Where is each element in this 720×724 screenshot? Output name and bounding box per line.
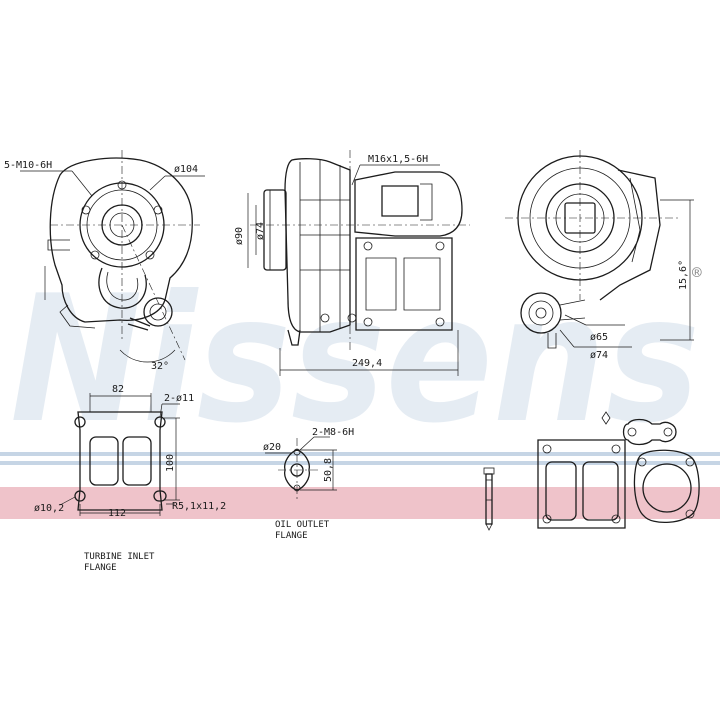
exhaust-gasket: [633, 449, 700, 523]
watermark-stripe-2: [0, 461, 720, 465]
rear-dia74-label: ø74: [590, 350, 608, 361]
turbine-caption-line1: TURBINE INLET: [84, 552, 155, 562]
oil-caption-line2: FLANGE: [275, 531, 308, 541]
front-thread-label: 5-M10-6H: [4, 160, 52, 171]
turbine-inlet-flange: 82 2-ø11 100 ø10,2 112 R5,1x11,2 TURBINE…: [34, 384, 226, 573]
turbine-hole-dia-label: ø10,2: [34, 503, 64, 514]
turbine-slot-label: R5,1x11,2: [172, 501, 226, 512]
oil-dia-label: ø20: [263, 442, 281, 453]
side-view: ø90 ø74 M16x1,5-6H 249,4: [234, 150, 470, 376]
oil-caption-line1: OIL OUTLET: [275, 520, 330, 530]
turbine-height-label: 100: [165, 454, 176, 472]
side-dia74-label: ø74: [255, 222, 266, 240]
rear-view: ø65 ø74 15,6°: [505, 150, 694, 361]
side-thread-label: M16x1,5-6H: [368, 154, 428, 165]
watermark-band: [0, 487, 720, 519]
side-dia90-label: ø90: [234, 227, 245, 245]
front-view: 5-M10-6H ø104 32°: [4, 150, 205, 372]
turbine-width-top-label: 82: [112, 384, 124, 395]
watermark-brand: Nissens: [10, 259, 700, 462]
turbine-caption-line2: FLANGE: [84, 563, 117, 573]
rear-dia65-label: ø65: [590, 332, 608, 343]
turbine-gasket: [537, 439, 626, 529]
turbine-width-bottom-label: 112: [108, 508, 126, 519]
watermark-stripe-1: [0, 452, 720, 456]
oil-outlet-flange: ø20 2-M8-6H 50,8 OIL OUTLET FLANGE: [263, 427, 354, 541]
turbine-holes-label: 2-ø11: [164, 393, 194, 404]
side-length-label: 249,4: [352, 358, 382, 369]
oil-gasket: [601, 411, 677, 446]
oil-height-label: 50,8: [323, 458, 334, 482]
rear-height-label: 15,6°: [678, 260, 689, 290]
oil-thread-label: 2-M8-6H: [312, 427, 354, 438]
watermark-registered: ®: [692, 263, 702, 282]
bolt-part: [483, 467, 495, 531]
front-diameter-label: ø104: [174, 164, 198, 175]
front-angle-label: 32°: [151, 361, 169, 372]
watermark: Nissens ®: [0, 259, 720, 519]
